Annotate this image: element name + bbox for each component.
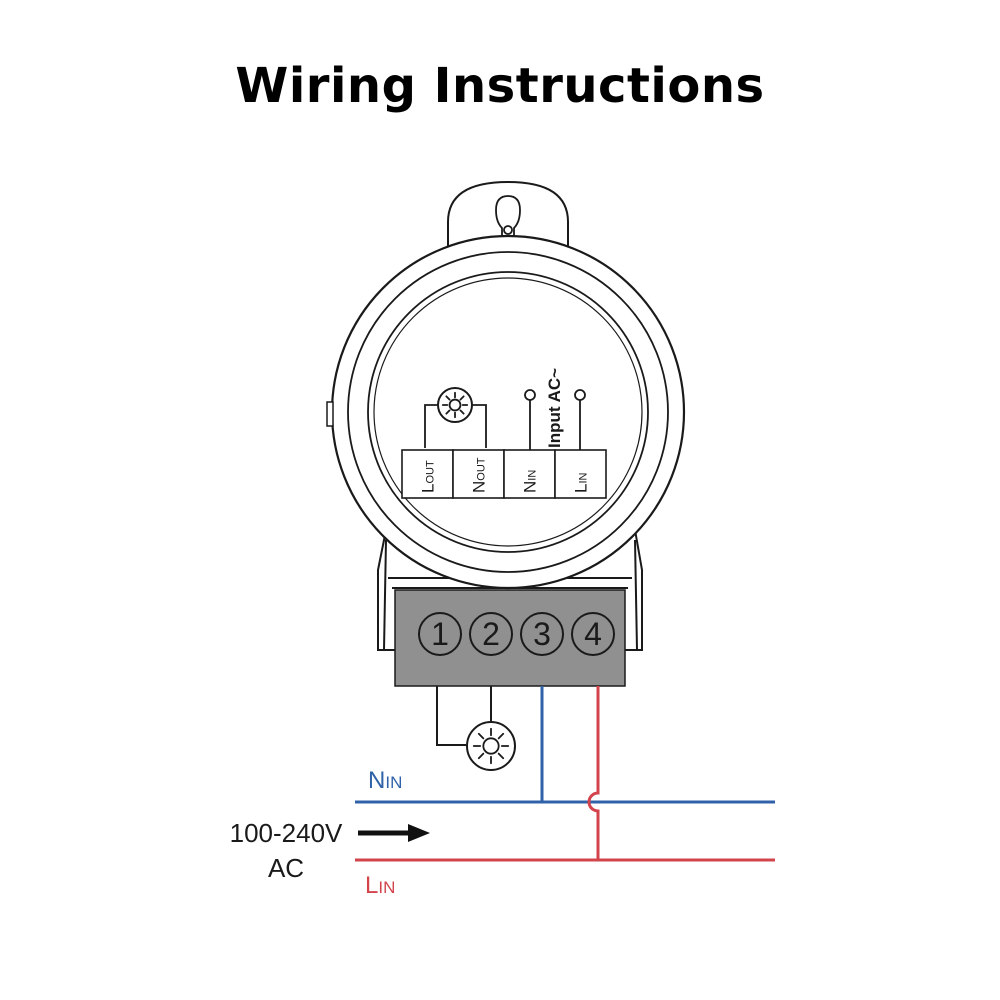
lamp-icon bbox=[437, 387, 473, 423]
supply-voltage-label: 100-240V bbox=[230, 818, 343, 848]
terminal-number-1: 1 bbox=[418, 612, 462, 656]
device-body bbox=[326, 234, 686, 590]
inner-terminal-label: LOUT bbox=[419, 460, 438, 493]
terminal-number-text: 3 bbox=[533, 616, 551, 652]
page-title: Wiring Instructions bbox=[235, 58, 765, 114]
inner-terminal-nin: NIN bbox=[503, 449, 556, 499]
inner-terminal-lin: LIN bbox=[554, 449, 607, 499]
terminal-number-text: 1 bbox=[431, 616, 449, 652]
terminal-block bbox=[394, 589, 626, 687]
lamp-wiring bbox=[436, 686, 492, 746]
inner-terminal-label: NOUT bbox=[470, 457, 489, 493]
neutral-label: NIN bbox=[368, 767, 402, 794]
inner-terminal-label: NIN bbox=[521, 470, 540, 493]
input-ac-pins bbox=[524, 389, 586, 450]
inner-terminal-lout: LOUT bbox=[401, 449, 454, 499]
terminal-number-3: 3 bbox=[520, 612, 564, 656]
live-label: LIN bbox=[365, 872, 395, 899]
terminal-number-4: 4 bbox=[571, 612, 615, 656]
inner-terminal-label: LIN bbox=[572, 472, 591, 493]
lamp-icon bbox=[466, 721, 516, 771]
inner-terminal-nout: NOUT bbox=[452, 449, 505, 499]
mount-bracket bbox=[377, 529, 643, 651]
inner-terminal-strip: LOUT NOUT NIN LIN bbox=[401, 449, 607, 499]
supply-ac-label: AC bbox=[268, 853, 304, 883]
arrow-right-icon bbox=[358, 824, 430, 842]
terminal-number-text: 2 bbox=[482, 616, 500, 652]
terminal-number-2: 2 bbox=[469, 612, 513, 656]
live-wire bbox=[355, 686, 775, 862]
neutral-wire bbox=[355, 686, 775, 804]
input-ac-label: Input AC~ bbox=[545, 368, 564, 448]
terminal-number-text: 4 bbox=[584, 616, 602, 652]
